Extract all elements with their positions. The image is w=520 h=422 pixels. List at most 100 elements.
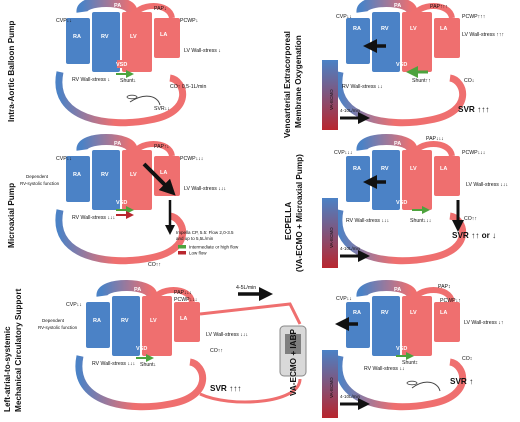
- co-label: CO↓: [464, 78, 474, 84]
- panel-title-ecpella-line1: ECPELLA: [284, 202, 293, 240]
- heart: RA RV LA LV PA Ao VSD: [75, 280, 307, 411]
- right-atrium: [66, 156, 90, 202]
- label-pa: PA: [394, 141, 401, 147]
- cvp-label: CVP↓↓: [336, 296, 352, 302]
- cvp-label: CVP↓↓: [56, 156, 72, 162]
- legend-green-label: Intermediate or high flow: [189, 245, 239, 250]
- pulmonary-artery: [96, 280, 158, 299]
- panel-title-la-systemic-line1: Left-atrial-to-systemic: [3, 326, 12, 412]
- rv-systolic-label: RV-systolic function: [20, 181, 60, 186]
- return-cannula: [199, 378, 302, 404]
- ecmo-device-label: VA-ECMO: [329, 89, 334, 110]
- pcwp-label: PCWP↓: [180, 18, 198, 24]
- impella-label: Impella CP, 5.5: Flow 2,0-3.5: [176, 230, 234, 235]
- label-vsd: VSD: [396, 346, 407, 352]
- panel-va-ecmo: VA-ECMO RA RV LA LV PA Ao VSD CVP↓↓ PAP↑…: [322, 0, 504, 130]
- label-vsd: VSD: [136, 346, 147, 352]
- label-la: LA: [160, 170, 167, 176]
- rv-wall-label: RV Wall-stress ↓↓: [342, 84, 383, 90]
- dependent-label: Dependent: [42, 318, 65, 323]
- impella-label-2: and up to 5,5L/min: [176, 236, 214, 241]
- label-ra: RA: [353, 166, 361, 172]
- pap-label: PAP↓↓↓: [426, 136, 444, 142]
- heart: VA-ECMO RA RV LA LV PA Ao VSD: [322, 280, 466, 418]
- right-ventricle: [112, 296, 140, 356]
- right-ventricle: [92, 12, 120, 72]
- right-ventricle: [372, 150, 400, 210]
- panel-va-ecmo-iabp: VA-ECMO RA RV LA LV PA Ao VSD CVP↓↓ PAP↕…: [322, 280, 504, 418]
- label-ra: RA: [93, 318, 101, 324]
- label-rv: RV: [381, 310, 389, 316]
- systemic-loop: [55, 209, 186, 265]
- rv-wall-label: RV Wall-stress ↓↓↓: [346, 218, 389, 224]
- left-atrium: [434, 18, 460, 58]
- label-ao: Ao: [158, 397, 166, 403]
- systemic-loop: [55, 71, 186, 127]
- right-atrium: [66, 18, 90, 64]
- panel-la-systemic: RA RV LA LV PA Ao VSD CVP↓↓ PAP↓↓↓ PCWP↓…: [38, 280, 307, 411]
- label-pa: PA: [114, 3, 121, 9]
- label-ao: Ao: [418, 397, 426, 403]
- console-screen: [285, 334, 301, 354]
- pcwp-label: PCWP↓↑: [440, 298, 461, 304]
- label-ao: Ao: [418, 251, 426, 257]
- pulmonary-artery: [356, 134, 418, 153]
- lv-wall-label: LV Wall-stress ↓↓↓: [184, 186, 226, 192]
- shunt-label: Shunt↓↓↓: [410, 218, 431, 224]
- panel-ecpella: VA-ECMO RA RV LA LV PA Ao VSD CVP↓↓↓ PAP…: [322, 134, 508, 268]
- dependent-label: Dependent: [26, 174, 49, 179]
- lv-wall-label: LV Wall-stress ↓↑: [464, 320, 504, 326]
- pcwp-label: PCWP↓↓↓: [180, 156, 203, 162]
- label-rv: RV: [101, 172, 109, 178]
- co-label: CO↑ 0,5-1L/min: [170, 84, 206, 90]
- svr-label: SVR ↑↑↑: [210, 384, 241, 393]
- legend-red-swatch: [178, 251, 186, 255]
- rv-wall-label: RV Wall-stress ↓↓: [364, 366, 405, 372]
- lv-wall-label: LV Wall-stress ↓↓↓: [206, 332, 248, 338]
- lv-wall-label: LV Wall-stress ↓: [184, 48, 221, 54]
- flow-label: 4-10L/min: [340, 246, 361, 251]
- right-ventricle: [372, 296, 400, 356]
- label-pa: PA: [394, 287, 401, 293]
- heart: VA-ECMO RA RV LA LV PA Ao VSD: [322, 0, 466, 130]
- pcwp-label: PCWP↓↓↓: [462, 150, 485, 156]
- left-atrium: [434, 302, 460, 342]
- panel-title-microaxial: Microaxial Pump: [7, 183, 16, 248]
- label-ao: Ao: [138, 251, 146, 257]
- balloon-pump-icon: [129, 95, 161, 106]
- co-label: CO↕: [462, 356, 472, 362]
- left-atrium: [154, 18, 180, 58]
- heart: RA RV LA LV PA Ao VSD: [55, 134, 186, 265]
- panel-title-va-ecmo-line2: Membrane Oxygenation: [294, 35, 303, 128]
- label-rv: RV: [101, 34, 109, 40]
- cvp-label: CVP↓↓↓: [334, 150, 352, 156]
- pap-label: PAP↓↓↓: [174, 290, 192, 296]
- flow-label: 4-5L/min: [236, 285, 256, 291]
- svr-label: SVR ↑↑↑: [458, 105, 489, 114]
- rv-wall-label: RV Wall-stress ↓↓↓: [72, 215, 115, 221]
- co-label: CO↑↑: [464, 216, 477, 222]
- vsd-defect: [117, 60, 127, 68]
- right-atrium: [86, 302, 110, 348]
- left-atrium: [434, 156, 460, 196]
- panel-title-va-ecmo-iabp: VA-ECMO + IABP: [289, 329, 298, 396]
- panel-title-iabp: Intra-Aortic Balloon Pump: [7, 21, 16, 122]
- systemic-loop: [335, 355, 466, 411]
- label-lv: LV: [410, 310, 417, 316]
- co-label: CO↑↑: [148, 262, 161, 268]
- heart: VA-ECMO RA RV LA LV PA Ao VSD: [322, 134, 466, 268]
- label-ao: Ao: [418, 113, 426, 119]
- label-ra: RA: [353, 26, 361, 32]
- svr-label: SVR ↑↑ or ↓: [452, 231, 496, 240]
- pap-label: PAP↑↑↑: [430, 4, 448, 10]
- label-rv: RV: [381, 166, 389, 172]
- balloon-icon: [126, 94, 138, 100]
- pulmonary-artery: [356, 0, 418, 15]
- label-ao: Ao: [138, 113, 146, 119]
- cvp-label: CVP↓↓: [336, 14, 352, 20]
- rv-systolic-label: RV-systolic function: [38, 325, 78, 330]
- label-la: LA: [440, 166, 447, 172]
- ecmo-device-label: VA-ECMO: [329, 227, 334, 248]
- left-ventricle: [402, 296, 432, 356]
